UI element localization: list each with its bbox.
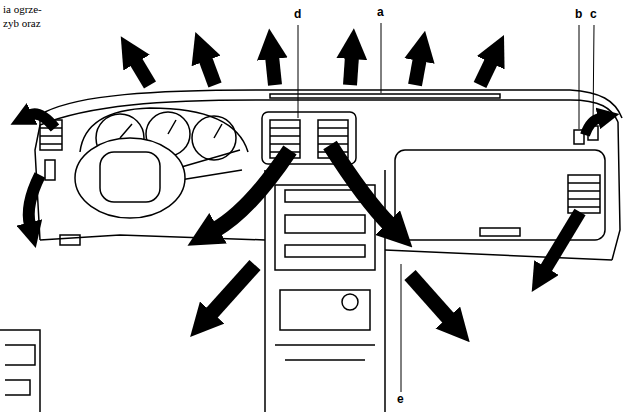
side-arrow xyxy=(30,114,55,128)
dash-right-edge xyxy=(612,122,620,260)
note-text: zyb oraz xyxy=(3,17,41,30)
control-stalk xyxy=(178,150,242,180)
glove-box-handle xyxy=(480,228,520,236)
side-arrow xyxy=(585,118,600,135)
radio-slot xyxy=(285,215,365,233)
leader-lines xyxy=(298,23,594,392)
callout-letter: a xyxy=(377,6,384,20)
inset-fragment xyxy=(0,330,40,412)
callout-letter: b xyxy=(575,8,582,22)
callout-letter: d xyxy=(294,8,301,22)
defrost-arrow xyxy=(415,58,420,85)
airflow-arrows xyxy=(29,56,600,320)
radio-slot xyxy=(285,245,365,257)
defrost-arrow xyxy=(205,58,215,85)
dash-lower-right xyxy=(385,250,612,260)
leader-line xyxy=(579,25,580,129)
defrost-arrow xyxy=(480,60,492,85)
floor-arrow xyxy=(210,265,255,315)
side-arrow xyxy=(29,175,40,225)
lower-console xyxy=(280,290,370,330)
leader-line xyxy=(593,25,594,125)
console-lines xyxy=(275,345,375,360)
floor-arrow xyxy=(410,275,450,320)
dashboard-outline xyxy=(0,90,622,412)
leader-line xyxy=(298,25,299,118)
leader-line xyxy=(401,264,402,392)
steering-hub xyxy=(100,152,160,202)
note-text: ia ogrze- xyxy=(3,3,42,16)
vent-slats xyxy=(568,183,600,207)
defrost-arrow xyxy=(272,56,275,85)
leader-line xyxy=(381,23,382,93)
defrost-arrow xyxy=(135,60,150,85)
side-vent xyxy=(568,175,600,213)
callout-letter: e xyxy=(397,393,404,407)
gauge-needle xyxy=(120,120,222,138)
callout-letter: c xyxy=(590,8,597,22)
console-knob xyxy=(342,294,358,310)
defrost-arrow xyxy=(350,56,352,85)
switch xyxy=(45,160,55,180)
vent-arrow xyxy=(215,150,290,230)
windshield-line xyxy=(45,90,622,118)
vent-arrow xyxy=(545,212,580,270)
defrost-slot xyxy=(270,94,500,98)
steering-wheel xyxy=(75,138,185,218)
switch xyxy=(60,235,80,245)
vent-arrow xyxy=(330,145,390,225)
